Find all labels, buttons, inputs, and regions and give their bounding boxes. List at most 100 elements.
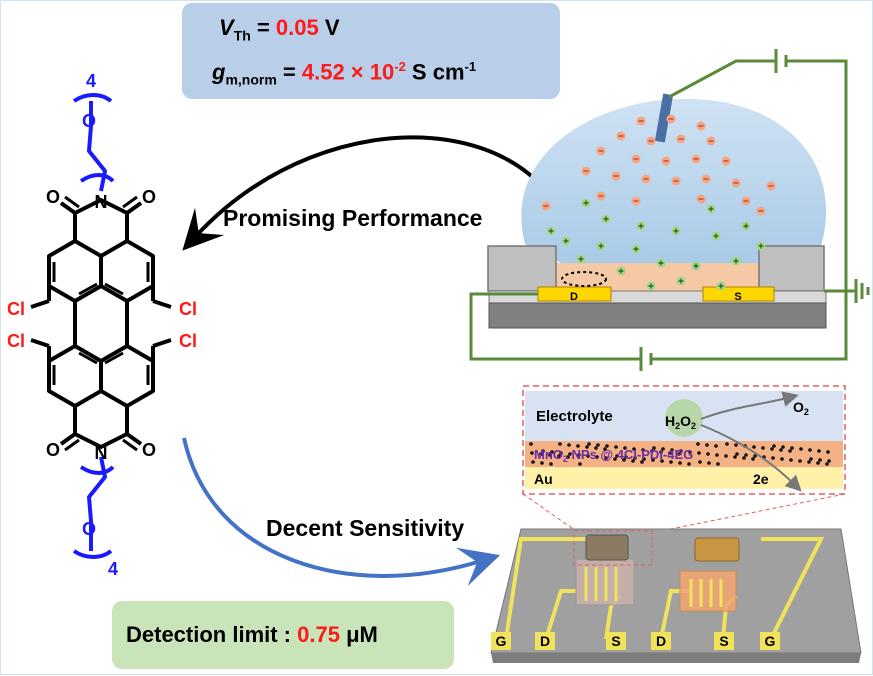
pad: [606, 632, 626, 650]
nanoparticle: [604, 456, 608, 460]
nanoparticle: [714, 444, 718, 448]
atom-o-2: O: [142, 187, 156, 207]
detection-value: 0.75: [297, 622, 340, 647]
nanoparticle: [641, 448, 645, 452]
ground-symbol: [854, 279, 870, 303]
nanoparticle: [679, 449, 683, 453]
atom-cl-3: Cl: [7, 331, 25, 351]
nanoparticle: [603, 447, 607, 451]
nanoparticle: [816, 461, 820, 465]
nanoparticle: [594, 446, 598, 450]
nanoparticle: [540, 461, 544, 465]
nanoparticle: [706, 452, 710, 456]
nanoparticle: [742, 456, 746, 460]
vth-metric: VTh = 0.05 V: [219, 15, 340, 43]
drain-label: D: [570, 291, 578, 303]
nanoparticle: [615, 454, 619, 458]
pad-label: G: [765, 633, 776, 649]
ions: [541, 114, 776, 291]
molecule: [30, 195, 172, 452]
nanoparticle: [697, 451, 701, 455]
nanoparticle: [734, 443, 738, 447]
atom-o-1: O: [46, 187, 60, 207]
pad-label: G: [496, 633, 507, 649]
nanoparticle: [772, 444, 776, 448]
nanoparticle: [688, 450, 692, 454]
nanoparticle: [751, 457, 755, 461]
gm-unit-exponent: -1: [464, 59, 477, 74]
nanoparticle: [568, 452, 572, 456]
gm-symbol: g: [212, 59, 226, 85]
nanoparticle: [622, 458, 626, 462]
pad-label: S: [611, 633, 620, 649]
nanoparticle: [660, 459, 664, 463]
nanoparticle: [614, 445, 618, 449]
detection-text: Detection limit : 0.75 μM: [126, 622, 378, 648]
nanoparticle: [826, 450, 830, 454]
nanoparticle: [818, 458, 822, 462]
nanoparticle: [744, 453, 748, 457]
nanoparticle: [586, 454, 590, 458]
nanoparticle: [631, 459, 635, 463]
bottom-chain: [72, 456, 115, 559]
nanoparticle: [623, 446, 627, 450]
nanoparticle: [596, 443, 600, 447]
detection-unit: μM: [339, 622, 378, 647]
nanoparticle: [587, 442, 591, 446]
sensitivity-label: Decent Sensitivity: [266, 515, 465, 541]
nanoparticle: [788, 449, 792, 453]
nanoparticle: [557, 454, 561, 458]
nanoparticle: [624, 455, 628, 459]
nanoparticle: [687, 462, 691, 466]
atom-n-bottom: N: [95, 443, 108, 463]
pad: [491, 632, 511, 650]
nanoparticle: [642, 457, 646, 461]
nanoparticle: [817, 449, 821, 453]
detection-box: Detection limit : 0.75 μM: [112, 601, 454, 669]
chain-count-bottom: 4: [108, 559, 118, 579]
nanoparticle: [559, 451, 563, 455]
nanoparticle: [585, 445, 589, 449]
nanoparticle: [566, 455, 570, 459]
chain-count-top: 4: [86, 71, 96, 91]
nanoparticle: [696, 442, 700, 446]
detection-label: Detection limit :: [126, 622, 298, 647]
nanoparticle: [789, 458, 793, 462]
vth-subscript: Th: [233, 27, 251, 44]
gm-exponent: -2: [394, 59, 406, 74]
layer-inset: Electrolyte H2O2 O2 MnO2 NPs @ 4Cl-PDI-4…: [522, 385, 846, 534]
nanoparticle: [549, 462, 553, 466]
nanoparticle: [677, 452, 681, 456]
oect-device: D S: [469, 49, 870, 371]
nanoparticle: [651, 458, 655, 462]
electrons-label: 2e: [753, 471, 769, 487]
h2o2-bubble: [665, 399, 703, 437]
nanoparticle: [781, 445, 785, 449]
nanoparticle: [678, 461, 682, 465]
gate-battery: [774, 49, 788, 73]
nanoparticle: [633, 456, 637, 460]
nanoparticle: [659, 450, 663, 454]
nanoparticle: [650, 449, 654, 453]
vth-value: 0.05: [275, 15, 319, 40]
pad: [651, 632, 671, 650]
atom-cl-4: Cl: [179, 331, 197, 351]
nanoparticle: [753, 454, 757, 458]
nanoparticle: [529, 442, 533, 446]
nanoparticle: [669, 460, 673, 464]
nanoparticle: [652, 446, 656, 450]
nanoparticle: [541, 449, 545, 453]
nanoparticle: [735, 452, 739, 456]
metrics-box: VTh = 0.05 V gm,norm = 4.52 × 10-2 S cm-…: [182, 3, 560, 99]
nanoparticle: [661, 447, 665, 451]
nanoparticle: [539, 452, 543, 456]
pad-label: D: [656, 633, 666, 649]
pad: [760, 632, 780, 650]
atom-o-4: O: [142, 440, 156, 460]
vth-equals: =: [250, 15, 276, 40]
nanoparticle: [705, 443, 709, 447]
atom-n-top: N: [95, 192, 108, 212]
nanoparticle: [632, 447, 636, 451]
